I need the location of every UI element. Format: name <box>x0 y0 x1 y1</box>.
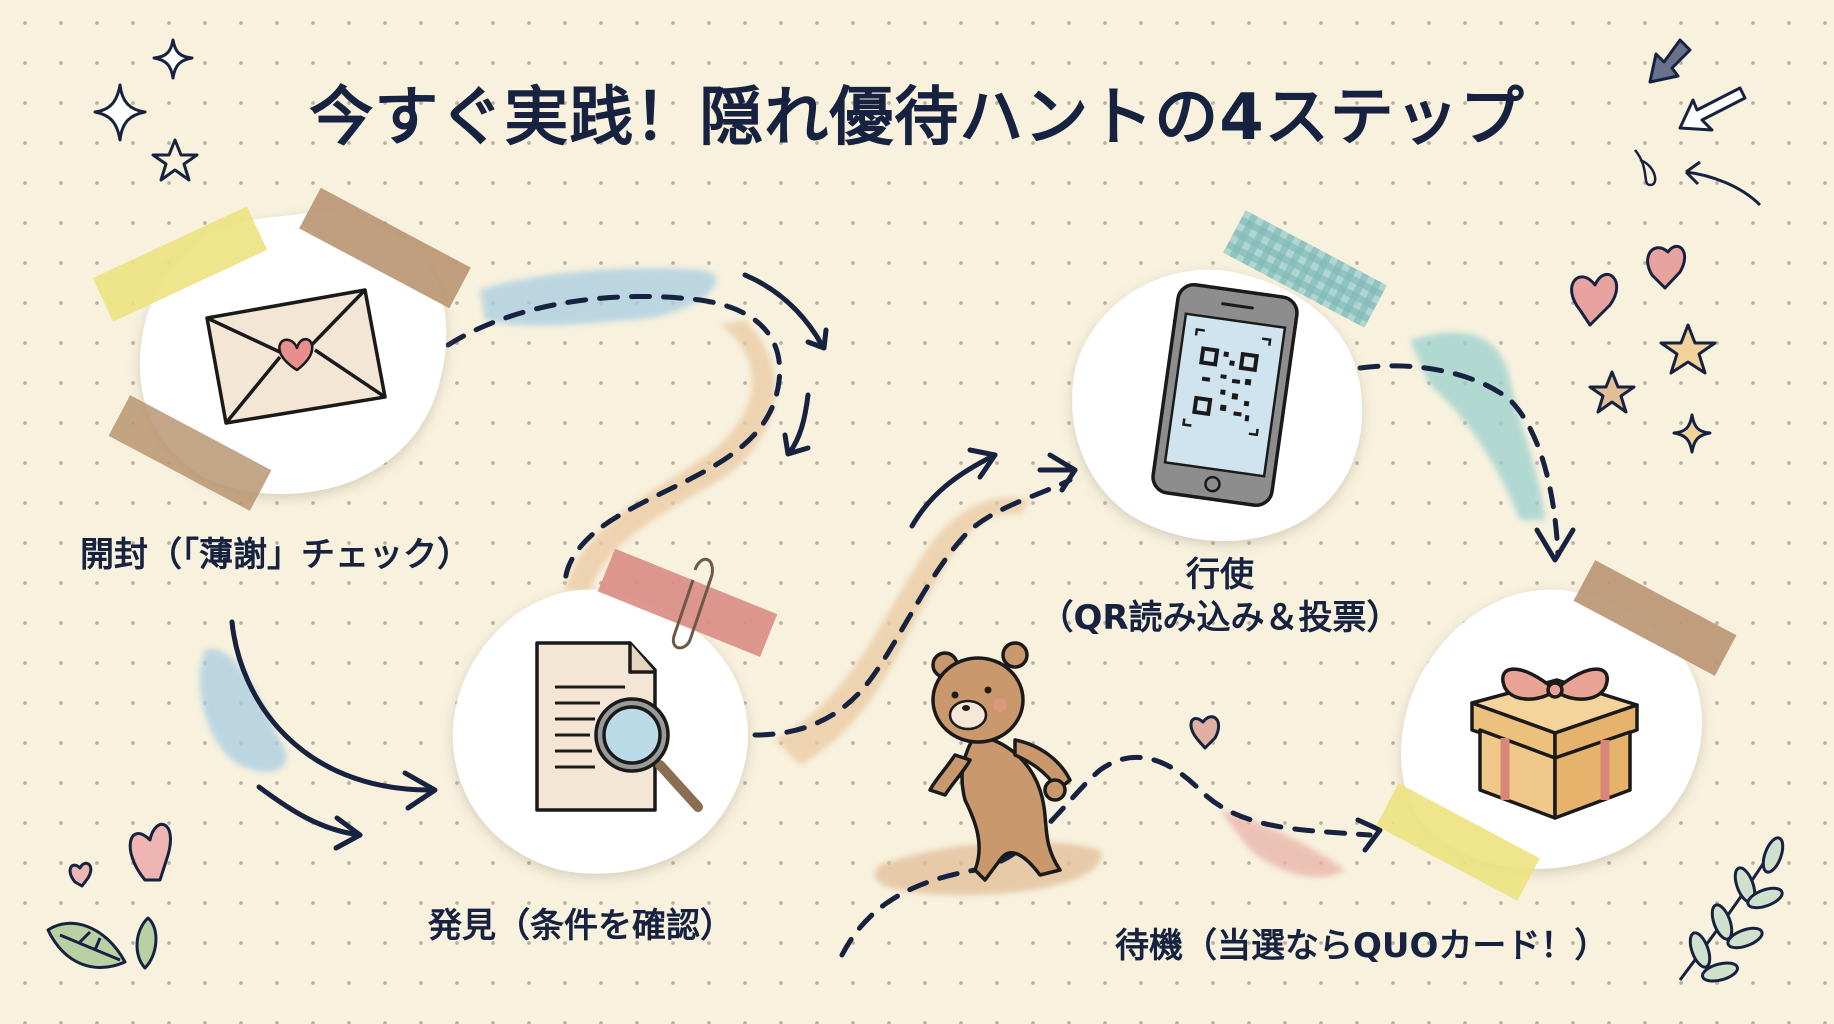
magnifier-icon <box>594 697 703 812</box>
smartphone-icon <box>1151 282 1299 508</box>
star-icon <box>1588 370 1636 414</box>
heart-icon <box>68 861 93 888</box>
arrow-icon <box>1678 86 1747 132</box>
leaf-icon <box>1678 836 1785 983</box>
gift-box-icon <box>1470 667 1639 820</box>
envelope-icon <box>205 288 387 425</box>
tape-pink <box>597 548 778 657</box>
wash-teal-right <box>1410 332 1545 520</box>
qr-code-icon <box>1192 346 1259 422</box>
tape-yellow <box>1376 783 1540 901</box>
path-step2-to-step3 <box>752 477 1073 738</box>
arrow-icon <box>1684 160 1762 207</box>
arrow-icon <box>256 784 363 851</box>
wash-peach-s-curve <box>565 320 776 590</box>
heart-icon <box>1646 244 1687 290</box>
step-2-illustration <box>452 548 778 874</box>
path-step1-to-step2 <box>445 293 783 588</box>
arrows <box>229 272 1576 853</box>
leaf-icon <box>46 921 127 969</box>
tape-gingham <box>1223 210 1387 328</box>
step-1-illustration <box>92 187 471 511</box>
path-step3-to-step4 <box>1357 363 1561 558</box>
step-3-illustration <box>1072 210 1387 542</box>
arrow-icon <box>1037 452 1078 493</box>
tape-yellow <box>92 206 268 322</box>
sparkle-icon <box>93 83 147 142</box>
step-3-label: 行使 （QR読み込み＆投票） <box>1020 554 1420 639</box>
arrow-icon <box>1534 527 1576 563</box>
bear-mascot <box>928 641 1072 882</box>
tape-kraft <box>108 395 272 511</box>
arrow-icon <box>1355 817 1383 853</box>
page-title: 今すぐ実践！隠れ優待ハントの4ステップ <box>309 81 1525 155</box>
step-4-illustration <box>1376 560 1737 901</box>
paperclip-icon <box>671 557 714 650</box>
leaf-icon <box>135 916 158 970</box>
step-3-label-title: 行使 <box>1186 555 1254 595</box>
tape-kraft <box>1573 560 1737 676</box>
step-3-label-detail: （QR読み込み＆投票） <box>1039 597 1401 638</box>
tape-kraft <box>299 187 471 309</box>
arrow-icon <box>1648 38 1692 84</box>
path-bear-to-step4 <box>839 754 1373 958</box>
decorations <box>46 38 1785 983</box>
star-icon <box>151 138 199 182</box>
sparkle-icon <box>1672 413 1712 454</box>
heart-icon <box>128 822 172 882</box>
arrow-icon <box>909 447 998 529</box>
arrow-icon <box>742 272 829 351</box>
dashed-paths <box>445 293 1561 958</box>
heart-icon <box>1570 272 1619 327</box>
sparkle-icon <box>152 38 194 80</box>
step-4-label: 待機（当選ならQUOカード！） <box>1115 926 1609 966</box>
step-1-label: 開封（「薄謝」チェック） <box>80 535 471 575</box>
wash-pink <box>1220 810 1345 878</box>
step-2-label: 発見（条件を確認） <box>428 906 734 946</box>
arrow-icon <box>782 392 811 457</box>
wash-blue-left <box>199 648 287 772</box>
heart-icon <box>1189 715 1221 750</box>
arrow-icon <box>229 619 438 811</box>
star-icon <box>1659 323 1717 375</box>
